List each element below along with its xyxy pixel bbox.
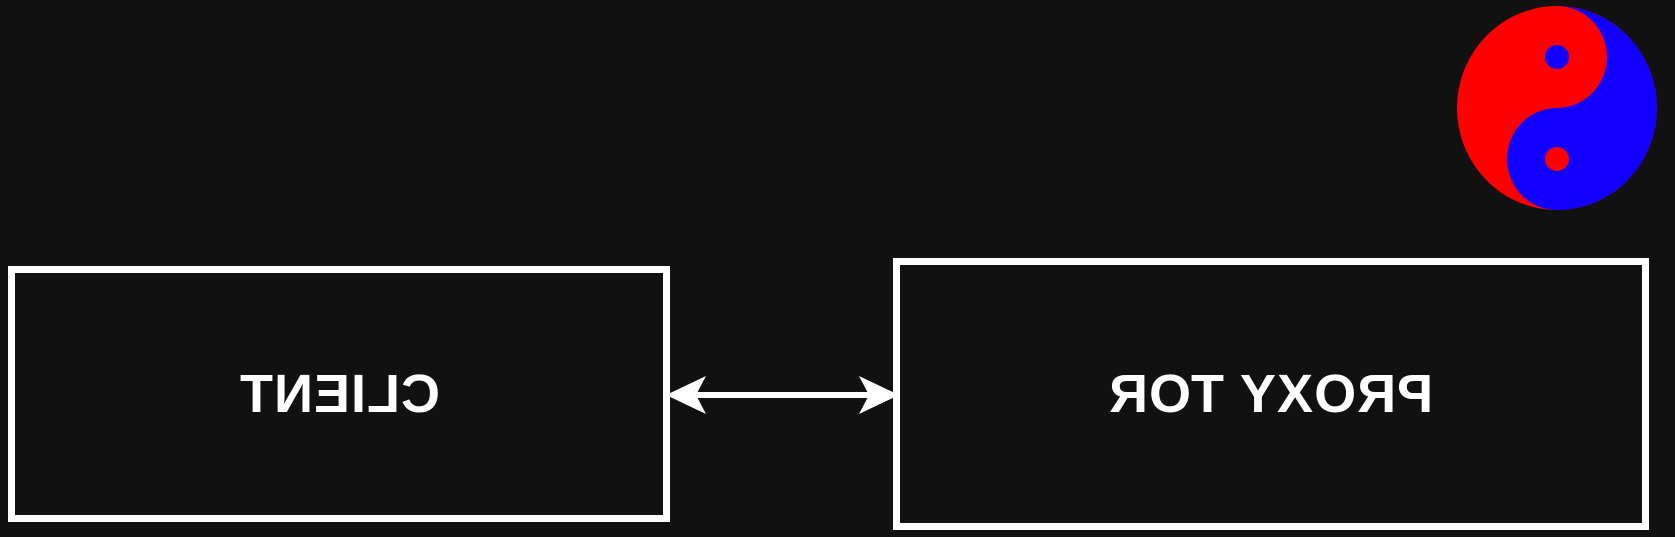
- yin-yang-blue-half: [1507, 6, 1657, 210]
- yin-yang-blue-dot: [1545, 45, 1569, 69]
- bidirectional-connector-arrow: [666, 376, 899, 414]
- arrowhead-right: [859, 376, 899, 414]
- yin-yang-red-dot: [1545, 147, 1569, 171]
- proxy-tor-label: PROXY TOR: [1108, 364, 1434, 424]
- proxy-tor-node: PROXY TOR: [893, 258, 1649, 530]
- client-node: CLIENT: [8, 266, 670, 522]
- client-label: CLIENT: [238, 364, 440, 424]
- yin-yang-icon: [1457, 6, 1657, 210]
- arrowhead-left: [666, 376, 706, 414]
